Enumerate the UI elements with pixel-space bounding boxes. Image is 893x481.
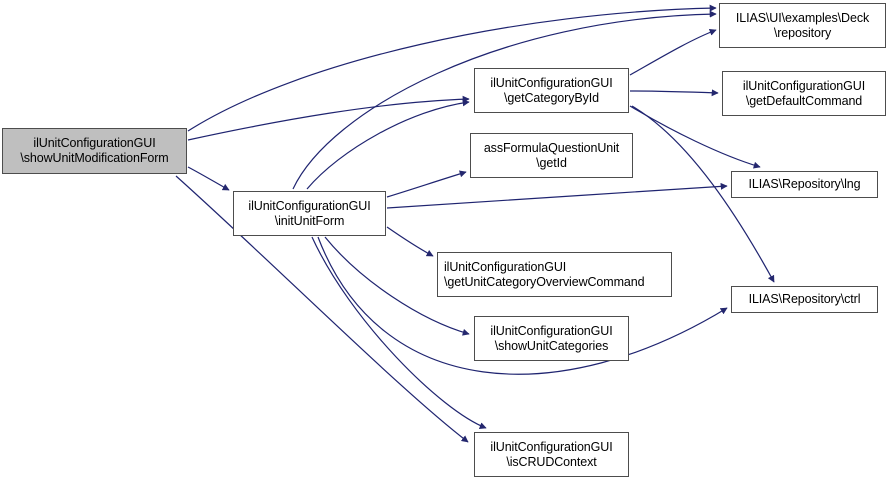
node-label-line1: ilUnitConfigurationGUI: [490, 323, 613, 338]
edge-getCategoryById-to-deck: [629, 28, 717, 76]
get-unit-category-overview-command-node[interactable]: ilUnitConfigurationGUI\getUnitCategoryOv…: [437, 252, 672, 297]
edge-initUnitForm-to-isCRUDContext: [311, 236, 487, 429]
node-label-line1: ILIAS\UI\examples\Deck: [735, 10, 870, 25]
node-label-line2: \getId: [536, 155, 567, 170]
node-label-line2: \showUnitCategories: [494, 338, 609, 353]
node-label-line2: \repository: [773, 25, 832, 40]
node-label-line1: ilUnitConfigurationGUI: [742, 78, 866, 93]
deck-repository-node[interactable]: ILIAS\UI\examples\Deck\repository: [719, 3, 886, 48]
node-label-line1: ILIAS\Repository\ctrl: [748, 292, 861, 306]
edge-initUnitForm-to-ctrl: [317, 236, 728, 375]
edge-initUnitForm-to-getCategoryById: [306, 99, 470, 190]
node-label-line2: \getUnitCategoryOverviewCommand: [444, 274, 645, 289]
repository-ctrl-node[interactable]: ILIAS\Repository\ctrl: [731, 286, 878, 313]
edge-root-to-isCRUDContext: [175, 175, 469, 443]
node-label-line1: ilUnitConfigurationGUI: [248, 198, 371, 213]
edge-root-to-initUnitForm: [187, 166, 230, 191]
edge-getCategoryById-to-getDefaultCommand: [629, 89, 719, 97]
node-label-line2: \showUnitModificationForm: [20, 151, 169, 165]
ass-formula-question-unit-get-id-node[interactable]: assFormulaQuestionUnit\getId: [470, 133, 633, 178]
node-label-line1: ilUnitConfigurationGUI: [444, 259, 567, 274]
node-label-line2: \getDefaultCommand: [745, 93, 863, 108]
show-unit-categories-node[interactable]: ilUnitConfigurationGUI\showUnitCategorie…: [474, 316, 629, 361]
edge-root-to-deck: [187, 4, 717, 132]
edge-initUnitForm-to-getId: [386, 170, 467, 198]
edge-initUnitForm-to-showUnitCategories: [324, 236, 470, 336]
edge-root-to-getCategoryById: [187, 95, 470, 141]
get-default-command-node[interactable]: ilUnitConfigurationGUI\getDefaultCommand: [722, 71, 886, 116]
get-category-by-id-node[interactable]: ilUnitConfigurationGUI\getCategoryById: [474, 68, 629, 113]
node-label-line1: ilUnitConfigurationGUI: [33, 136, 156, 150]
is-crud-context-node[interactable]: ilUnitConfigurationGUI\isCRUDContext: [474, 432, 629, 477]
showUnitModificationForm-node[interactable]: ilUnitConfigurationGUI\showUnitModificat…: [2, 128, 187, 174]
node-label-line2: \getCategoryById: [504, 90, 599, 105]
node-label-line1: ILIAS\Repository\lng: [748, 177, 861, 191]
edge-initUnitForm-to-getUnitCategoryOverviewCommand: [386, 226, 434, 257]
node-label-line1: assFormulaQuestionUnit: [483, 140, 620, 155]
initUnitForm-node[interactable]: ilUnitConfigurationGUI\initUnitForm: [233, 191, 386, 236]
node-label-line2: \isCRUDContext: [506, 454, 597, 469]
edge-initUnitForm-to-lng: [386, 182, 728, 209]
node-label-line1: ilUnitConfigurationGUI: [490, 75, 613, 90]
node-label-line1: ilUnitConfigurationGUI: [490, 439, 613, 454]
edge-getCategoryById-to-ctrl: [631, 105, 775, 283]
node-label-line2: \initUnitForm: [274, 213, 345, 228]
repository-lng-node[interactable]: ILIAS\Repository\lng: [731, 171, 878, 198]
edge-initUnitForm-to-deck: [292, 10, 717, 190]
